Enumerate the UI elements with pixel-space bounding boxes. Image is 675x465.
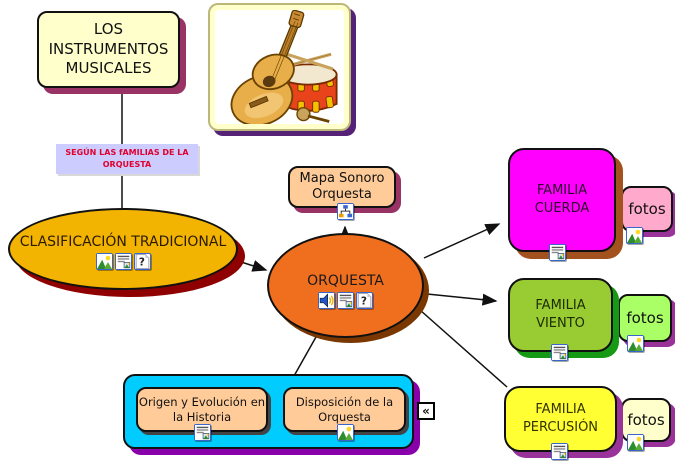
speaker-icon[interactable] [318, 292, 335, 309]
origen-evolucion-label: Origen y Evolución en la Historia [138, 394, 266, 424]
collapse-icon: « [422, 404, 430, 418]
connector-clasificacion-orquesta [237, 260, 268, 272]
disposicion-label: Disposición de la Orquesta [295, 394, 394, 424]
question-page-icon[interactable]: ? [356, 292, 373, 309]
document-with-image-icon[interactable] [337, 292, 354, 309]
connector-orquesta-container [293, 336, 317, 377]
node-los-instrumentos-musicales[interactable]: LOS INSTRUMENTOS MUSICALES [37, 11, 180, 88]
document-with-image-icon[interactable] [549, 244, 566, 261]
picture-icon[interactable] [627, 335, 644, 352]
connector-orquesta-percusion [419, 309, 508, 388]
concept-map-icon[interactable] [337, 203, 354, 220]
picture-icon[interactable] [95, 253, 113, 270]
clasificacion-icon-row: ? [95, 253, 151, 270]
svg-text:?: ? [138, 257, 144, 269]
document-with-image-icon[interactable] [551, 443, 568, 460]
fotos-percusion-label: fotos [627, 411, 665, 429]
clasificacion-label: CLASIFICACIÓN TRADICIONAL [19, 234, 227, 250]
document-with-image-icon[interactable] [114, 253, 132, 270]
fotos-cuerda-label: fotos [628, 200, 666, 218]
orquesta-label: ORQUESTA [307, 273, 384, 289]
node-familia-cuerda[interactable]: FAMILIA CUERDA [508, 148, 616, 252]
mapa-sonoro-label: Mapa Sonoro Orquesta [299, 170, 385, 202]
orquesta-icon-row: ? [318, 292, 373, 309]
connector-orquesta-cuerda [423, 223, 501, 259]
picture-icon[interactable] [627, 434, 644, 451]
question-page-icon[interactable]: ? [133, 253, 151, 270]
collapse-group-button[interactable]: « [417, 402, 435, 420]
guitar-and-drum-illustration [230, 10, 338, 124]
fotos-viento-label: fotos [626, 309, 664, 327]
instruments-clipart [215, 10, 344, 124]
node-orquesta[interactable]: ORQUESTA ? [267, 233, 424, 338]
familia-viento-label: FAMILIA VIENTO [535, 298, 586, 331]
picture-icon[interactable] [626, 227, 643, 244]
svg-text:?: ? [361, 296, 367, 308]
document-with-image-icon[interactable] [551, 344, 568, 361]
title-label: LOS INSTRUMENTOS MUSICALES [48, 19, 169, 78]
connector-orquesta-viento [426, 293, 498, 306]
node-fotos-cuerda[interactable]: fotos [621, 186, 673, 232]
instruments-image-frame [208, 3, 351, 131]
node-mapa-sonoro-orquesta[interactable]: Mapa Sonoro Orquesta [288, 166, 396, 208]
familia-cuerda-label: FAMILIA CUERDA [534, 183, 590, 216]
node-familia-viento[interactable]: FAMILIA VIENTO [508, 278, 613, 352]
familia-percusion-label: FAMILIA PERCUSIÓN [522, 402, 599, 435]
link-label-segun-familias: SEGÚN LAS fAMILIAS DE LA ORQUESTA [56, 144, 198, 174]
node-clasificacion-tradicional[interactable]: CLASIFICACIÓN TRADICIONAL ? [8, 208, 238, 290]
document-with-image-icon[interactable] [194, 424, 211, 441]
picture-icon[interactable] [337, 424, 354, 441]
node-fotos-viento[interactable]: fotos [618, 294, 672, 342]
